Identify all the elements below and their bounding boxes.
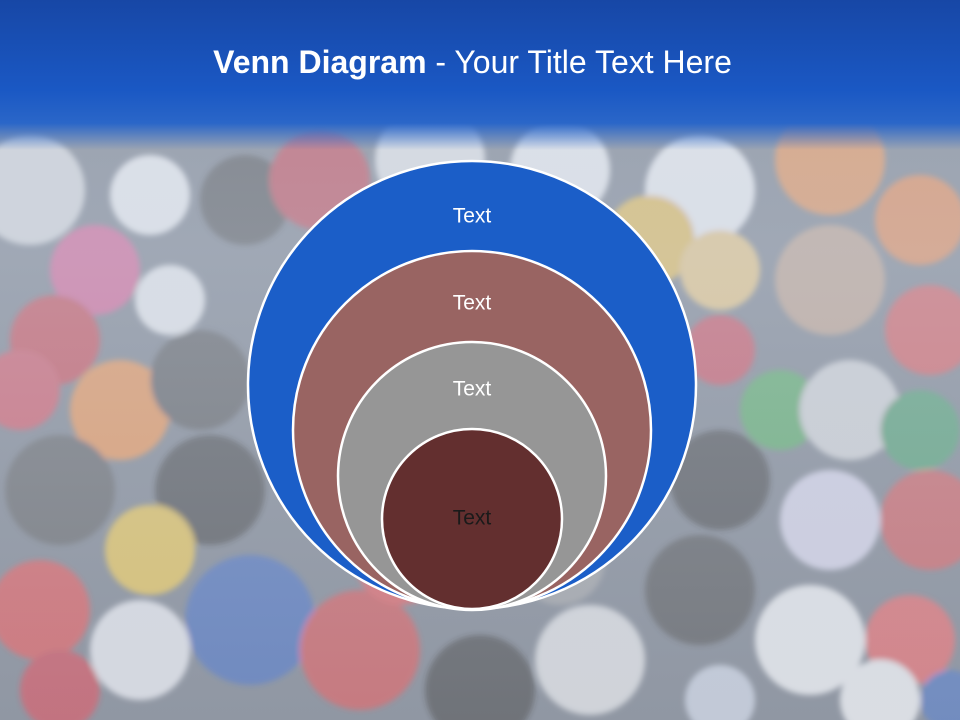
inner-circle bbox=[380, 427, 564, 611]
slide-title: Venn Diagram - Your Title Text Here bbox=[0, 40, 945, 84]
third-circle-label: Text bbox=[453, 378, 492, 401]
title-bold: Venn Diagram bbox=[213, 44, 427, 80]
header-bar bbox=[0, 0, 960, 150]
inner-circle-label: Text bbox=[453, 507, 492, 530]
outer-circle-label: Text bbox=[453, 205, 492, 228]
second-circle-label: Text bbox=[453, 292, 492, 315]
title-rest: - Your Title Text Here bbox=[426, 44, 732, 80]
